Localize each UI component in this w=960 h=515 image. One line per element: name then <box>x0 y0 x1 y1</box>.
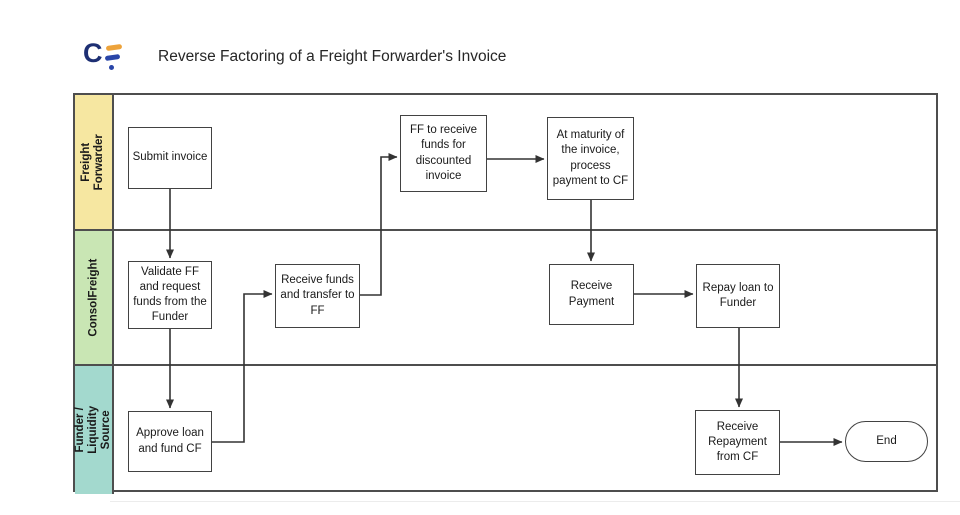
lane-freight-forwarder: Freight Forwarder <box>75 95 936 231</box>
logo-f-top-dash-icon <box>105 43 123 52</box>
node-validate-ff: Validate FF and request funds from the F… <box>128 261 212 329</box>
node-submit-invoice: Submit invoice <box>128 127 212 189</box>
node-receive-funds-transfer: Receive funds and transfer to FF <box>275 264 360 328</box>
swimlane-diagram: Freight Forwarder ConsolFreight Funder /… <box>73 93 938 494</box>
lane-label-consolfreight: ConsolFreight <box>75 231 114 364</box>
node-at-maturity: At maturity of the invoice, process paym… <box>547 117 634 200</box>
logo-letter-c: C <box>83 38 102 68</box>
lane-label-text: Freight Forwarder <box>80 133 106 191</box>
node-end: End <box>845 421 928 462</box>
lane-label-funder-liquidity-source: Funder / Liquidity Source <box>73 366 114 494</box>
lane-label-text: ConsolFreight <box>86 258 99 337</box>
header: C Reverse Factoring of a Freight Forward… <box>0 0 960 93</box>
logo-f-mid-dash-icon <box>104 53 121 62</box>
lane-consolfreight: ConsolFreight <box>75 231 936 366</box>
node-receive-payment: Receive Payment <box>549 264 634 325</box>
page-title: Reverse Factoring of a Freight Forwarder… <box>158 48 507 65</box>
node-approve-loan: Approve loan and fund CF <box>128 411 212 472</box>
consolfreight-logo-icon: C <box>83 40 125 72</box>
node-ff-receive-funds: FF to receive funds for discounted invoi… <box>400 115 487 192</box>
bottom-hairline <box>110 501 960 502</box>
logo-f-dot-icon <box>109 65 114 70</box>
lane-label-text: Funder / Liquidity Source <box>73 406 113 454</box>
node-receive-repayment: Receive Repayment from CF <box>695 410 780 475</box>
node-repay-loan: Repay loan to Funder <box>696 264 780 328</box>
lane-funder-liquidity-source: Funder / Liquidity Source <box>73 366 936 494</box>
lane-label-freight-forwarder: Freight Forwarder <box>75 95 114 229</box>
